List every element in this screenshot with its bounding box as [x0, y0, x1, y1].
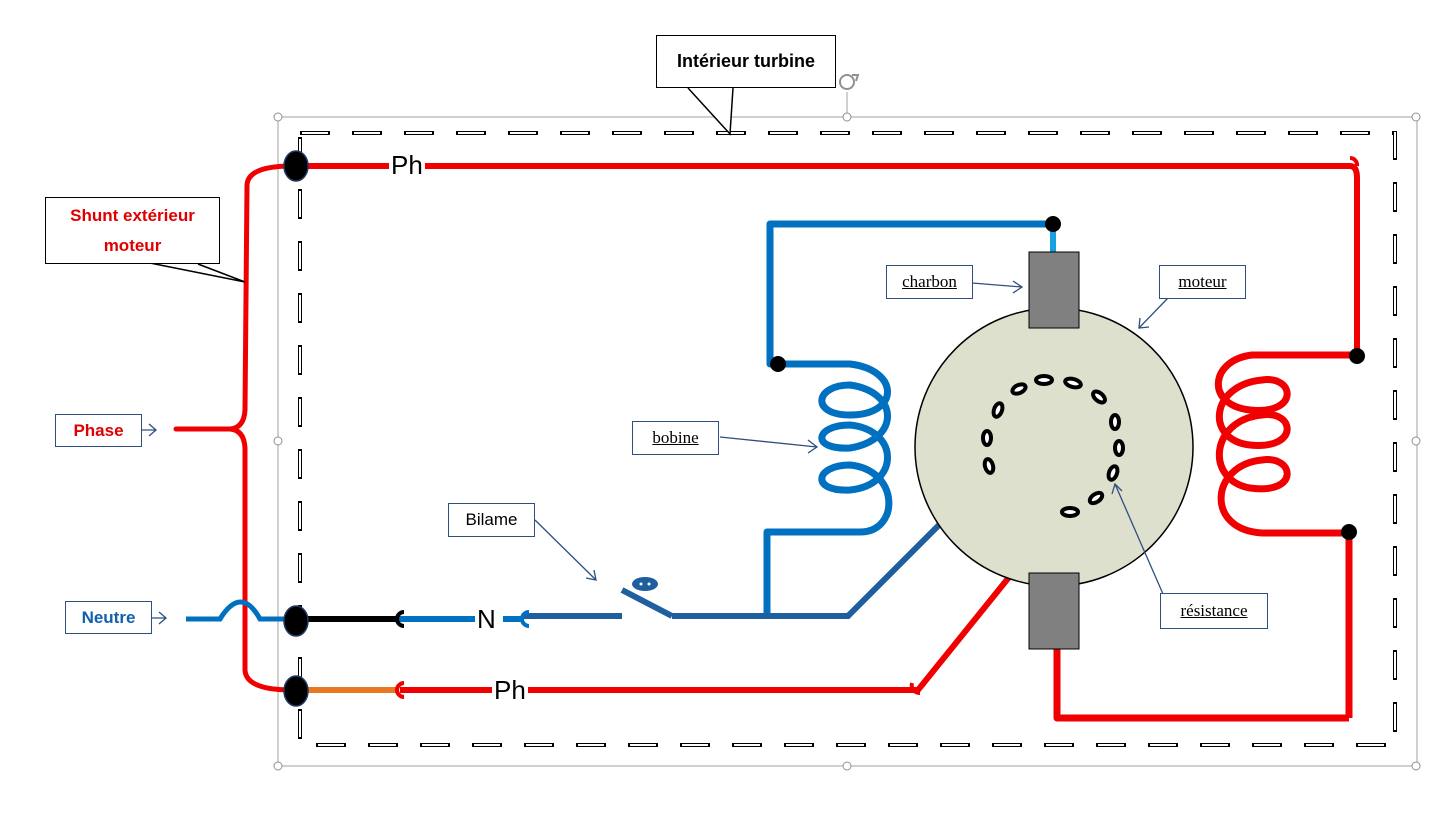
neutral-inlet-wire — [186, 599, 292, 622]
terminals — [283, 150, 309, 707]
phase-wire-bottom — [298, 517, 1059, 693]
phase-label-bottom: Ph — [492, 675, 528, 705]
brush-top — [1028, 251, 1080, 329]
brush-bottom — [1028, 572, 1080, 650]
bobine-tag: bobine — [632, 421, 719, 455]
junction-dots — [770, 216, 1365, 540]
neutral-label: N — [475, 604, 498, 634]
shunt-wire — [173, 163, 295, 693]
bilame-tag: Bilame — [448, 503, 535, 537]
interieur-turbine-callout: Intérieur turbine — [656, 35, 836, 88]
neutre-tag-label: Neutre — [81, 607, 136, 627]
resistance-tag-label: résistance — [1180, 601, 1248, 620]
callout-pointers — [149, 87, 734, 283]
bobine-tag-label: bobine — [652, 428, 699, 447]
phase-wire-top — [298, 163, 1360, 355]
selection-frame — [273, 74, 1421, 771]
tag-arrows — [142, 280, 1169, 625]
resistance-tag: résistance — [1160, 593, 1268, 629]
phase-tag: Phase — [55, 414, 142, 447]
motor — [914, 251, 1194, 650]
rotate-handle-icon[interactable] — [839, 74, 860, 90]
phase-label-top: Ph — [389, 150, 425, 180]
bilame-switch — [620, 577, 674, 619]
phase-tag-label: Phase — [73, 420, 124, 440]
neutre-tag: Neutre — [65, 601, 152, 634]
moteur-tag-label: moteur — [1178, 272, 1227, 291]
charbon-tag: charbon — [886, 265, 973, 299]
bilame-tag-label: Bilame — [465, 510, 518, 529]
moteur-tag: moteur — [1159, 265, 1246, 299]
resistance-loops — [981, 374, 1125, 518]
field-coil-right — [1053, 351, 1356, 722]
charbon-tag-label: charbon — [902, 272, 957, 291]
field-coil-left — [763, 220, 1053, 617]
shunt-callout: Shunt extérieur moteur — [45, 197, 220, 264]
